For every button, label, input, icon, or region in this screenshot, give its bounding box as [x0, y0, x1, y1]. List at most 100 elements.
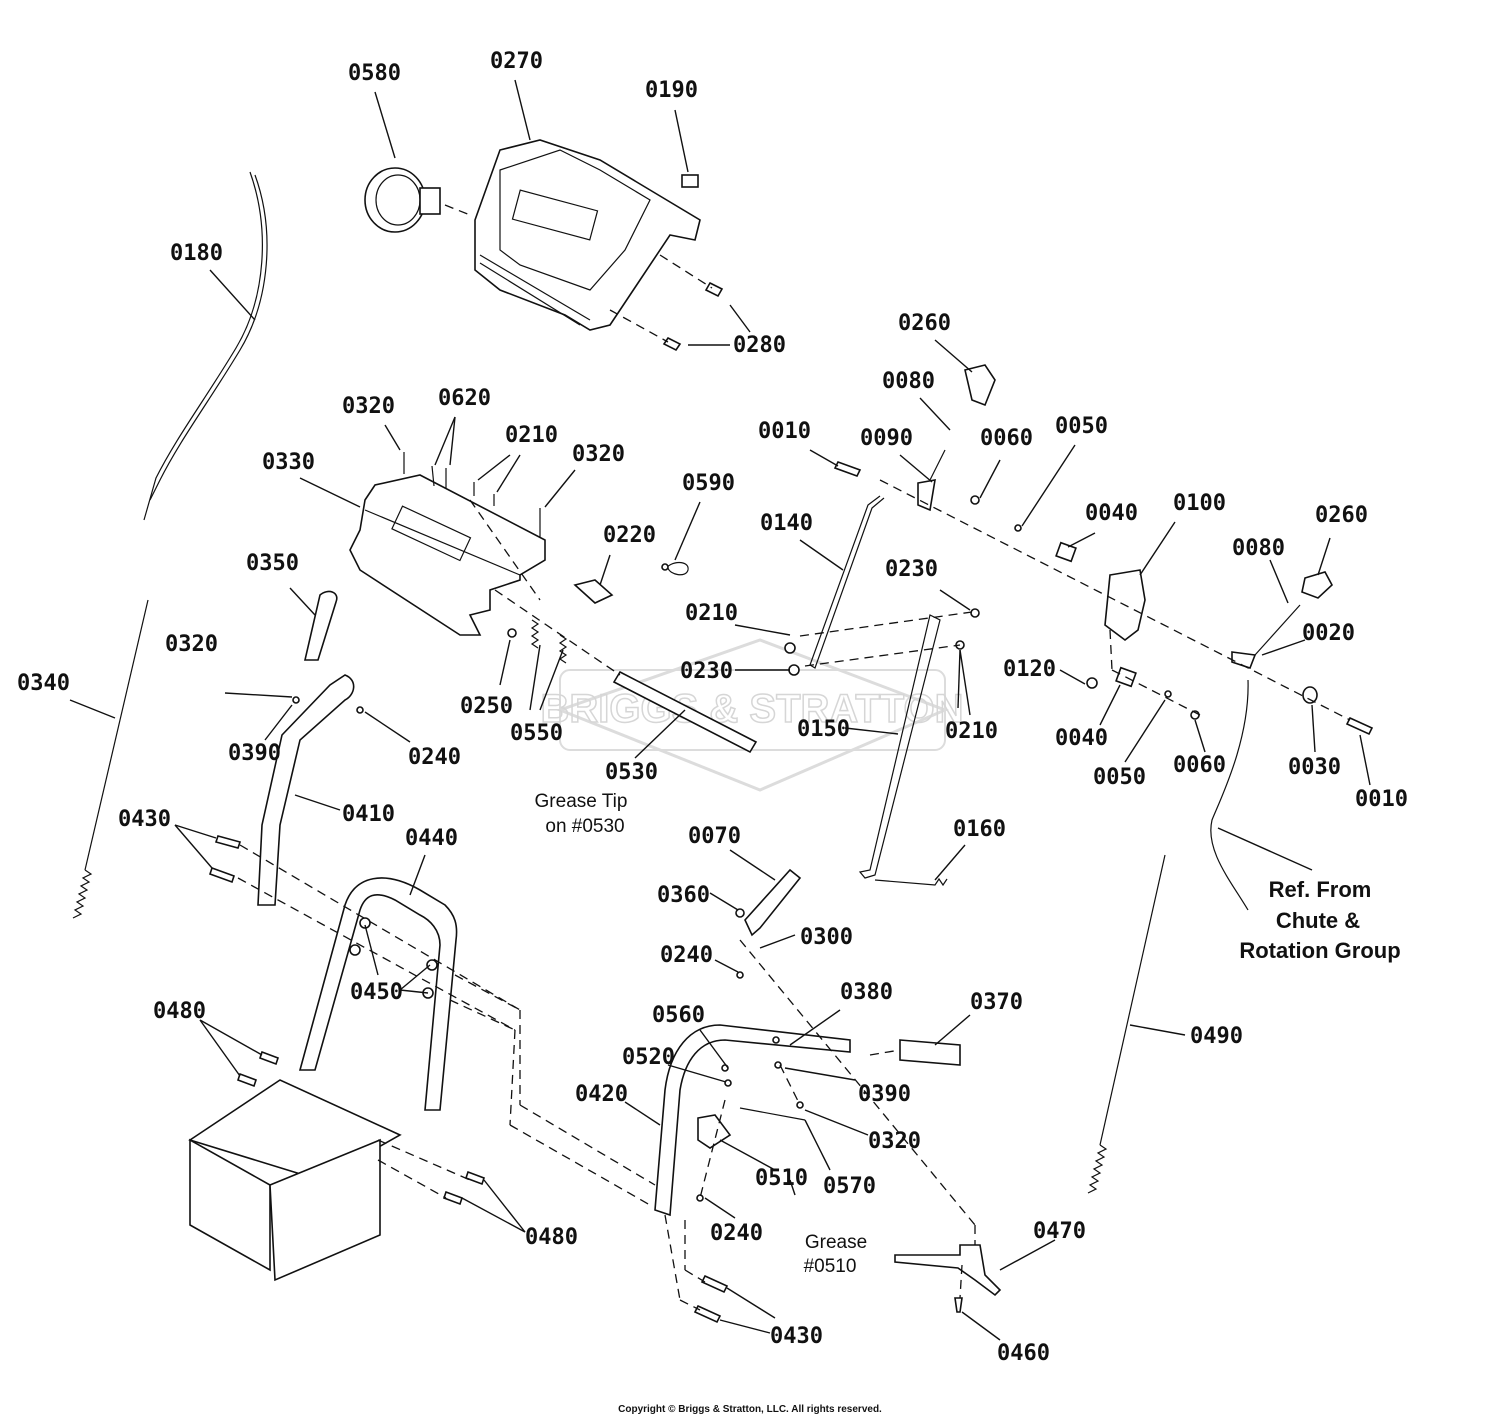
part-lever-0090 — [917, 449, 946, 512]
part-rod-0140 — [809, 495, 885, 669]
part-handle-0410 — [257, 674, 355, 906]
label-0300: 0300 — [800, 925, 853, 950]
label-0210-c: 0210 — [945, 719, 998, 744]
label-0490: 0490 — [1190, 1024, 1243, 1049]
label-0010-b: 0010 — [1355, 787, 1408, 812]
label-0160: 0160 — [953, 817, 1006, 842]
assembly-lines — [237, 204, 1351, 1311]
label-0080-a: 0080 — [882, 369, 935, 394]
label-0240-b: 0240 — [660, 943, 713, 968]
part-lever-0070 — [744, 868, 802, 937]
part-clip-0160 — [874, 877, 948, 887]
label-0070: 0070 — [688, 824, 741, 849]
part-grip-0370 — [899, 1039, 961, 1066]
label-0410: 0410 — [342, 802, 395, 827]
part-knob-0260-a — [964, 364, 996, 407]
label-0350: 0350 — [246, 551, 299, 576]
label-0560: 0560 — [652, 1003, 705, 1028]
note-grease-tip-line2: on #0530 — [545, 816, 624, 837]
label-0220: 0220 — [603, 523, 656, 548]
label-0030: 0030 — [1288, 755, 1341, 780]
part-knob-0260-b — [1301, 571, 1333, 599]
part-screw-0460 — [954, 1297, 963, 1313]
label-0520: 0520 — [622, 1045, 675, 1070]
label-0180: 0180 — [170, 241, 223, 266]
label-0460: 0460 — [997, 1341, 1050, 1366]
part-rod-0570 — [739, 1107, 806, 1121]
label-0340: 0340 — [17, 671, 70, 696]
part-bolts-0430 — [208, 835, 729, 1324]
notes: Grease Tip on #0530 Grease #0510 Ref. Fr… — [535, 791, 1401, 1277]
label-0390-b: 0390 — [858, 1082, 911, 1107]
label-0060-a: 0060 — [980, 426, 1033, 451]
label-0590: 0590 — [682, 471, 735, 496]
part-handle-frame-0440 — [298, 877, 458, 1111]
label-0260-a: 0260 — [898, 311, 951, 336]
label-0370: 0370 — [970, 990, 1023, 1015]
part-panel-0330 — [349, 474, 546, 636]
part-rod-0150 — [858, 614, 941, 879]
label-0090: 0090 — [860, 426, 913, 451]
part-handle-0420 — [654, 1024, 851, 1217]
part-bracket-0510 — [697, 1114, 732, 1149]
note-ref-line3: Rotation Group — [1239, 938, 1400, 963]
label-0240-a: 0240 — [408, 745, 461, 770]
label-0480-b: 0480 — [525, 1225, 578, 1250]
part-shaft-0530 — [612, 670, 758, 754]
label-0260-b: 0260 — [1315, 503, 1368, 528]
leader-lines — [69, 79, 1371, 1341]
part-bolts-0320-0620-0210 — [403, 452, 541, 538]
label-0320-c: 0320 — [165, 632, 218, 657]
part-clip-0590 — [664, 561, 689, 576]
part-cable-0180 — [149, 174, 268, 501]
label-0320-b: 0320 — [572, 442, 625, 467]
part-clip-0190 — [681, 174, 699, 188]
label-0050-a: 0050 — [1055, 414, 1108, 439]
label-0120: 0120 — [1003, 657, 1056, 682]
label-0050-b: 0050 — [1093, 765, 1146, 790]
label-0080-b: 0080 — [1232, 536, 1285, 561]
label-0190: 0190 — [645, 78, 698, 103]
part-base-plates-0480 — [188, 1079, 402, 1282]
part-small-hardware — [292, 495, 1200, 1202]
label-0100: 0100 — [1173, 491, 1226, 516]
watermark-text: BRIGGS & STRATTON — [541, 687, 964, 731]
label-0420: 0420 — [575, 1082, 628, 1107]
label-0140: 0140 — [760, 511, 813, 536]
label-0430-b: 0430 — [770, 1324, 823, 1349]
label-0570: 0570 — [823, 1174, 876, 1199]
label-0020: 0020 — [1302, 621, 1355, 646]
note-grease-line2: #0510 — [804, 1256, 857, 1277]
part-cable-0340 — [72, 599, 149, 919]
label-0320-a: 0320 — [342, 394, 395, 419]
label-0250: 0250 — [460, 694, 513, 719]
label-0230-a: 0230 — [885, 557, 938, 582]
part-lever-0020 — [1231, 604, 1301, 670]
part-bushing-0040-a — [1055, 541, 1077, 563]
label-0320-d: 0320 — [868, 1129, 921, 1154]
part-bolt-0010-b — [1345, 716, 1374, 736]
label-0390-a: 0390 — [228, 741, 281, 766]
note-ref-line2: Chute & — [1276, 908, 1360, 933]
part-lever-0350 — [303, 590, 338, 661]
label-0230-b: 0230 — [680, 659, 733, 684]
label-0510: 0510 — [755, 1166, 808, 1191]
label-0330: 0330 — [262, 450, 315, 475]
copyright-text: Copyright © Briggs & Stratton, LLC. All … — [618, 1404, 882, 1415]
label-0360: 0360 — [657, 883, 710, 908]
part-nut-0120 — [1086, 677, 1098, 689]
label-0040-b: 0040 — [1055, 726, 1108, 751]
note-ref-line1: Ref. From — [1269, 877, 1372, 902]
part-bracket-0220 — [573, 579, 614, 604]
part-cable-chute — [1210, 679, 1249, 911]
label-0530: 0530 — [605, 760, 658, 785]
label-0450: 0450 — [350, 980, 403, 1005]
part-cable-0490 — [1087, 854, 1166, 1194]
part-bolts-0480 — [236, 1050, 486, 1206]
note-grease-tip-line1: Grease Tip — [535, 791, 628, 812]
part-dash-panel-0270 — [474, 139, 701, 331]
label-0440: 0440 — [405, 826, 458, 851]
part-headlight-0580 — [364, 167, 441, 233]
label-0210-a: 0210 — [505, 423, 558, 448]
